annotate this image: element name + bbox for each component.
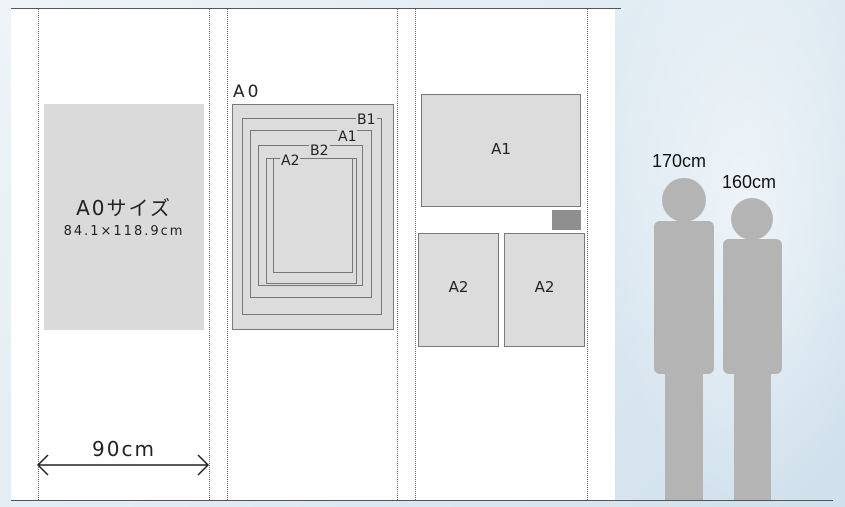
panel-divider xyxy=(397,9,398,500)
person-170-height-label: 170cm xyxy=(652,151,707,171)
ceiling-line xyxy=(11,8,621,9)
a0-size-dimensions: 84.1×118.9cm xyxy=(63,224,185,239)
nested-b1-label: B1 xyxy=(356,112,377,128)
split-a2-right-sheet xyxy=(504,233,585,347)
a0-size-title: A0サイズ xyxy=(76,196,172,220)
background-glow xyxy=(600,0,845,507)
width-dimension-label: 90cm xyxy=(92,437,156,461)
panel-divider xyxy=(209,9,210,500)
split-a1-sheet xyxy=(421,94,581,207)
split-a1-label: A1 xyxy=(491,140,511,158)
gray-swatch xyxy=(552,210,581,230)
width-arrow-icon xyxy=(36,454,210,476)
floor-line xyxy=(11,500,833,501)
split-a2-left-sheet xyxy=(418,233,499,347)
nested-inner-outline xyxy=(273,158,353,273)
panel-divider xyxy=(587,9,588,500)
nested-a2-label: A2 xyxy=(280,153,301,169)
person-160-height-label: 160cm xyxy=(722,172,777,192)
nested-a1-outline xyxy=(250,130,372,298)
nested-b2-label: B2 xyxy=(309,143,330,159)
nested-a0-sheet xyxy=(232,104,394,330)
panel-divider xyxy=(38,9,39,500)
panel-divider xyxy=(415,9,416,500)
split-a2-left-label: A2 xyxy=(448,278,469,296)
split-a2-right-label: A2 xyxy=(534,278,555,296)
nested-b1-outline xyxy=(242,118,382,315)
a0-size-sheet xyxy=(44,104,204,330)
nested-outer-label: A0 xyxy=(233,82,262,102)
panel-divider xyxy=(227,9,228,500)
nested-a1-label: A1 xyxy=(337,129,358,145)
